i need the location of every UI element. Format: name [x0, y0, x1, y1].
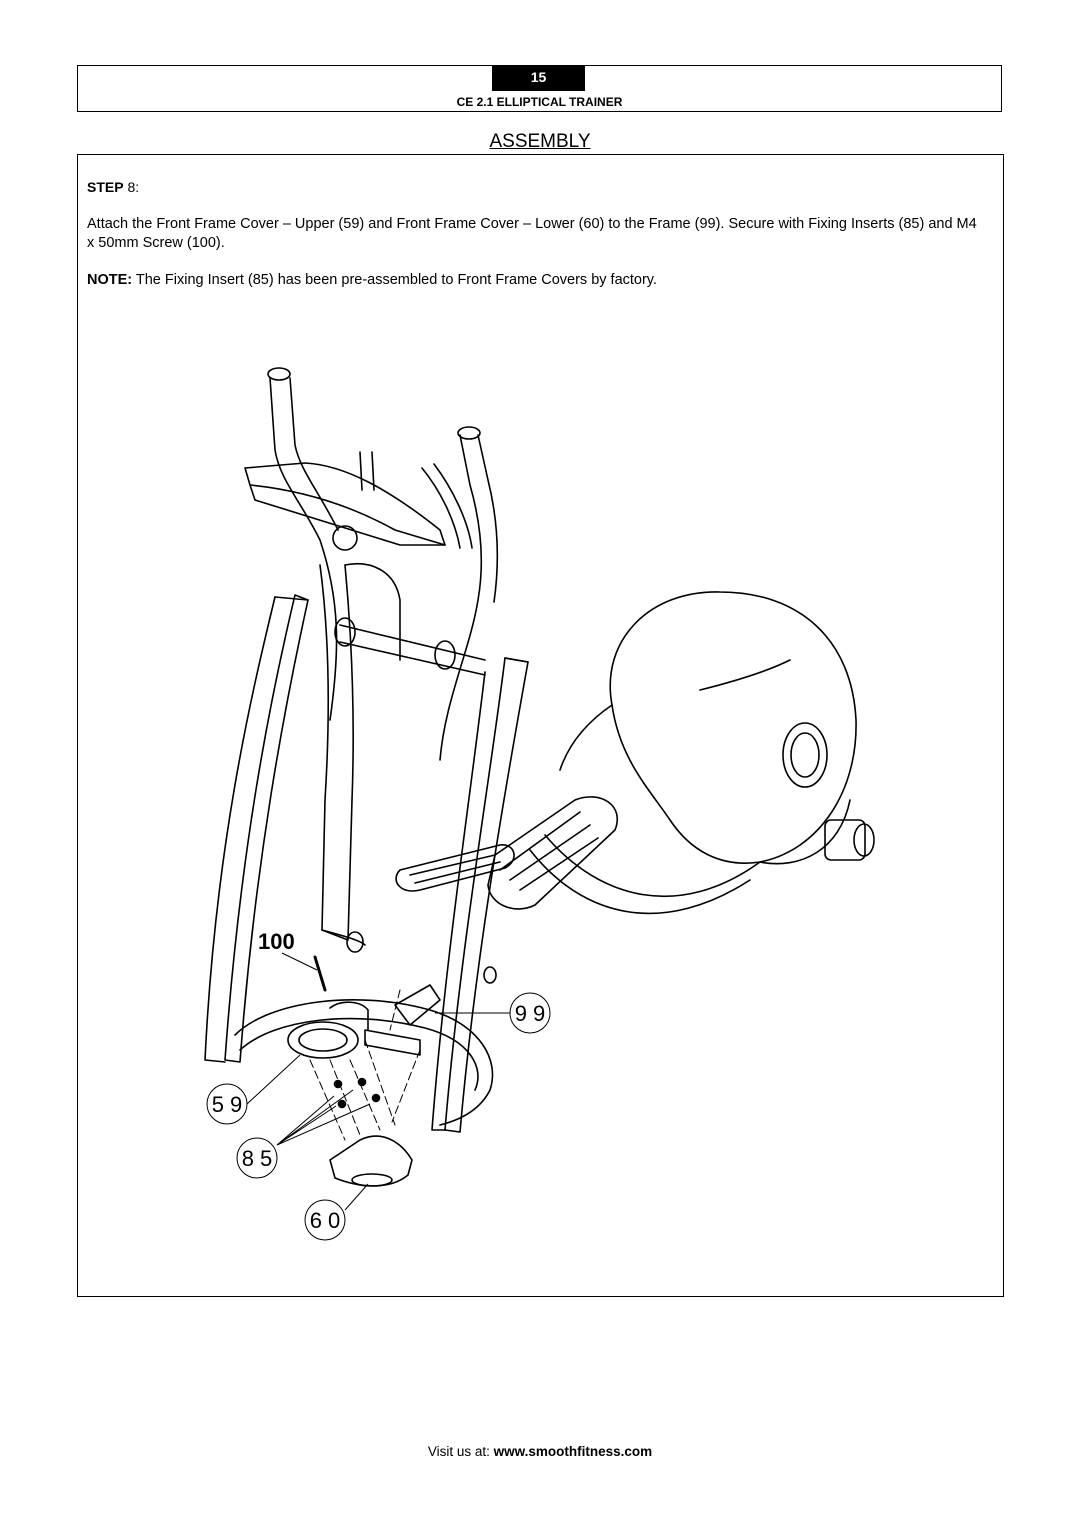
- footer-prefix: Visit us at:: [427, 1444, 494, 1459]
- document-title: CE 2.1 ELLIPTICAL TRAINER: [456, 95, 623, 109]
- step-instruction: Attach the Front Frame Cover – Upper (59…: [87, 216, 977, 251]
- callout-circle-60: [304, 1199, 346, 1241]
- callout-99: 9 9: [515, 1001, 546, 1026]
- flywheel-hub: [782, 722, 828, 788]
- page-number: 15: [492, 66, 585, 91]
- step-note: NOTE: The Fixing Insert (85) has been pr…: [87, 271, 987, 290]
- base-arch: [234, 999, 494, 1126]
- left-pedal: [395, 844, 515, 892]
- callout-59: 5 9: [212, 1092, 243, 1117]
- screw: [313, 955, 327, 992]
- section-title: ASSEMBLY: [489, 131, 591, 152]
- callout-circle-85: [236, 1137, 278, 1179]
- step-number: 8: [127, 179, 136, 195]
- footer-url[interactable]: www.smoothfitness.com: [493, 1444, 653, 1459]
- left-upright: [224, 594, 309, 1063]
- callout-circle-59: [206, 1083, 248, 1125]
- footer: Visit us at: www.smoothfitness.com: [0, 1444, 1080, 1459]
- content-box: STEP 8: Attach the Front Frame Cover – U…: [77, 154, 1004, 1297]
- callout-85: 8 5: [242, 1146, 273, 1171]
- note-text: The Fixing Insert (85) has been pre-asse…: [132, 272, 658, 288]
- callout-100: 100: [258, 929, 295, 954]
- callout-circle-99: [509, 992, 551, 1034]
- header-box: 15 CE 2.1 ELLIPTICAL TRAINER: [77, 65, 1002, 112]
- console: [244, 462, 446, 546]
- right-handle: [439, 434, 483, 761]
- right-upright: [444, 657, 529, 1133]
- note-label: NOTE:: [87, 272, 133, 288]
- callout-60: 6 0: [310, 1208, 341, 1233]
- step-word: STEP: [87, 179, 124, 195]
- flywheel-housing: [609, 591, 857, 864]
- front-cover-lower: [329, 1135, 413, 1187]
- right-pedal: [487, 796, 618, 910]
- left-handle: [269, 377, 338, 721]
- front-cover-upper: [287, 1021, 359, 1059]
- step-label: STEP 8:: [87, 179, 140, 195]
- rear-stabilizer: [824, 819, 866, 861]
